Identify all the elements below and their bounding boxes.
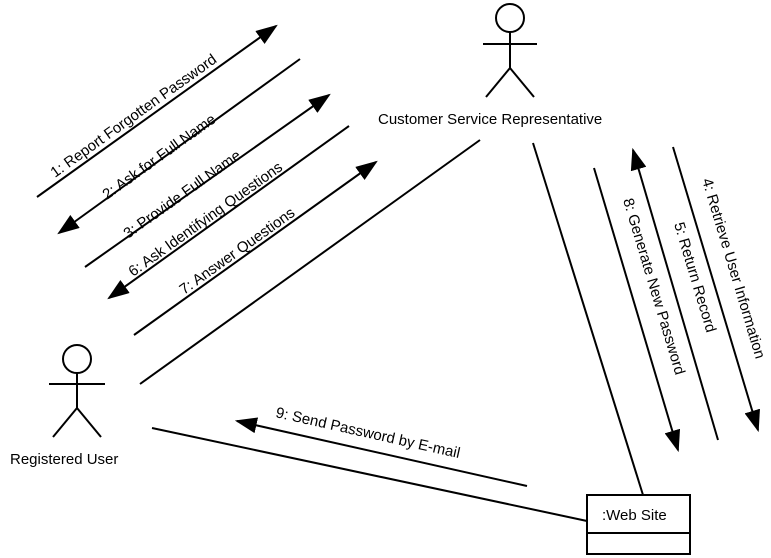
message-arrow-8 (593, 167, 681, 453)
message-arrow-9 (234, 417, 528, 487)
actor-right-leg (509, 67, 535, 98)
customer-service-label: Customer Service Representative (378, 111, 602, 128)
web-site-object: :Web Site (586, 494, 691, 555)
message-label-9: 9: Send Password by E-mail (274, 404, 462, 462)
actor-left-leg (485, 67, 511, 98)
message-arrow-4 (672, 146, 760, 433)
message-arrow-5 (630, 147, 719, 441)
customer-service-actor (483, 3, 537, 98)
message-arrow-7 (133, 160, 378, 336)
link-user-to-website (151, 427, 588, 522)
web-site-label: :Web Site (602, 507, 667, 524)
message-arrow-6 (107, 125, 350, 300)
message-arrow-3 (84, 93, 331, 268)
message-label-1: 1: Report Forgotten Password (47, 51, 220, 181)
message-arrow-2 (57, 58, 301, 235)
actor-right-leg (76, 407, 102, 438)
link-user-to-csr (139, 139, 481, 385)
registered-user-label: Registered User (10, 451, 118, 468)
message-arrow-1 (36, 24, 278, 198)
actor-head (62, 344, 92, 374)
object-box (586, 494, 691, 555)
registered-user-actor (49, 344, 105, 438)
actor-left-leg (52, 407, 78, 438)
actor-head (495, 3, 525, 33)
link-csr-to-website (532, 142, 644, 496)
